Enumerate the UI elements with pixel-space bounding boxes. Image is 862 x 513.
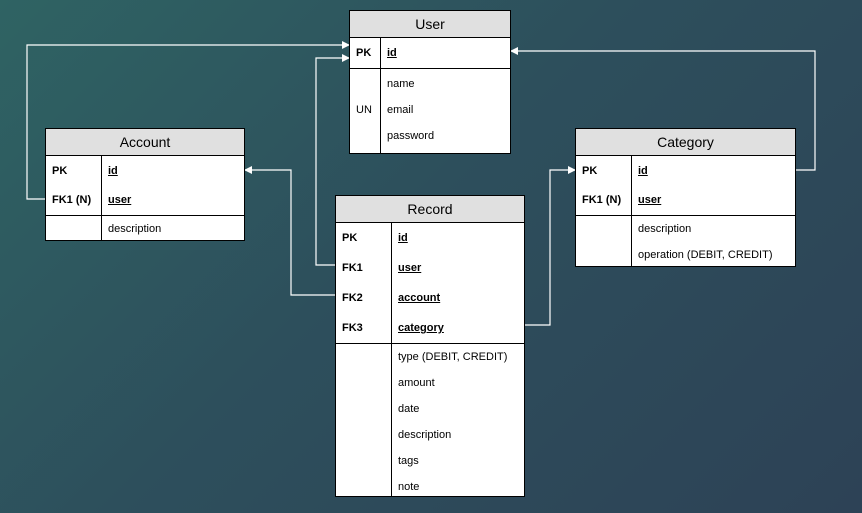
field-row: PK id (336, 223, 524, 253)
key-label: PK (582, 164, 598, 177)
field-row: operation (DEBIT, CREDIT) (576, 242, 795, 268)
entity-category[interactable]: Category PK id FK1 (N) user description … (575, 128, 796, 267)
key-label: FK1 (342, 262, 363, 274)
field-name: email (387, 104, 414, 116)
field-row: type (DEBIT, CREDIT) (336, 344, 524, 370)
field-name: type (DEBIT, CREDIT) (398, 351, 508, 363)
field-row: description (46, 216, 244, 242)
field-row: name (350, 71, 510, 97)
entity-title: User (350, 11, 510, 38)
field-row: PK id (576, 156, 795, 185)
connector-account-user (26, 41, 350, 200)
field-name: operation (DEBIT, CREDIT) (638, 249, 773, 261)
field-row: description (576, 216, 795, 242)
entity-title: Account (46, 129, 244, 156)
field-row: FK1 user (336, 253, 524, 283)
field-name: description (108, 223, 162, 235)
column-divider (391, 222, 392, 496)
entity-title: Category (576, 129, 795, 156)
field-name: user (108, 194, 132, 206)
column-divider (631, 155, 632, 266)
pk-section: PK id FK1 (N) user (576, 156, 795, 216)
field-row: amount (336, 370, 524, 396)
field-name: user (638, 194, 662, 206)
field-name: id (108, 164, 118, 177)
field-row: date (336, 396, 524, 422)
field-name: amount (398, 377, 435, 389)
pk-section: PK id (350, 38, 510, 69)
key-label: FK1 (N) (52, 194, 92, 206)
key-label: PK (342, 232, 358, 244)
attribute-section: description (46, 216, 244, 242)
key-label (350, 123, 381, 149)
field-row: password (350, 123, 510, 149)
field-name: account (398, 292, 441, 304)
attribute-section: description operation (DEBIT, CREDIT) (576, 216, 795, 268)
field-row: UN email (350, 97, 510, 123)
field-row: tags (336, 448, 524, 474)
field-row: FK1 (N) user (46, 185, 244, 215)
key-label: FK1 (N) (582, 194, 622, 206)
field-row: FK2 account (336, 283, 524, 313)
field-row: FK3 category (336, 313, 524, 343)
field-row: PK id (46, 156, 244, 185)
field-row: FK1 (N) user (576, 185, 795, 215)
key-label: PK (356, 47, 372, 59)
attribute-section: name UN email password (350, 69, 510, 149)
key-label: FK3 (342, 322, 363, 334)
column-divider (380, 37, 381, 153)
key-label: FK2 (342, 292, 363, 304)
connector-record-user (315, 54, 350, 266)
pk-section: PK id FK1 user FK2 account FK3 category (336, 223, 524, 344)
field-name: id (638, 164, 648, 177)
connector-record-account (244, 166, 335, 296)
field-name: description (638, 223, 692, 235)
field-name: note (398, 481, 420, 493)
field-row: description (336, 422, 524, 448)
field-name: user (398, 262, 422, 274)
field-name: date (398, 403, 420, 415)
entity-account[interactable]: Account PK id FK1 (N) user description (45, 128, 245, 241)
field-name: category (398, 322, 444, 334)
key-label: PK (52, 164, 68, 177)
key-label: UN (356, 104, 372, 116)
field-name: id (387, 47, 397, 59)
column-divider (101, 155, 102, 240)
field-name: description (398, 429, 452, 441)
field-name: name (387, 78, 415, 90)
entity-record[interactable]: Record PK id FK1 user FK2 account FK3 ca… (335, 195, 525, 497)
field-row: PK id (350, 38, 510, 68)
field-row: note (336, 474, 524, 500)
entity-user[interactable]: User PK id name UN email password (349, 10, 511, 154)
entity-title: Record (336, 196, 524, 223)
attribute-section: type (DEBIT, CREDIT) amount date descrip… (336, 344, 524, 500)
connector-record-category (525, 166, 576, 326)
field-name: tags (398, 455, 419, 467)
pk-section: PK id FK1 (N) user (46, 156, 244, 216)
field-name: id (398, 232, 408, 244)
field-name: password (387, 130, 435, 142)
key-label (350, 71, 381, 97)
connector-category-user (510, 47, 816, 171)
